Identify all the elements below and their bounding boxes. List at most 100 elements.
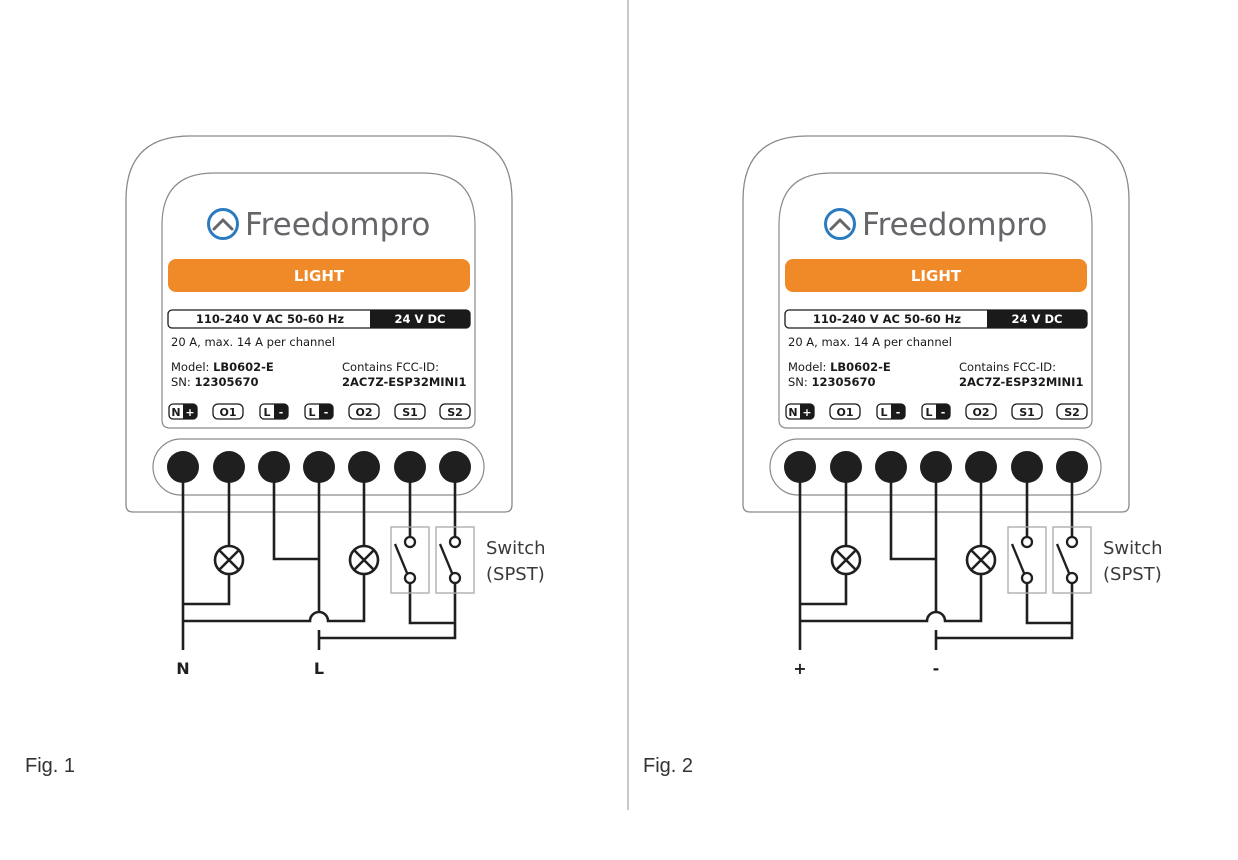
wire-lamp2-return xyxy=(800,574,983,623)
terminal-label-2: O1 xyxy=(829,403,861,420)
lamp-cross xyxy=(218,549,240,571)
terminal-name: S1 xyxy=(1019,406,1035,419)
brand-name: Freedompro xyxy=(245,207,430,243)
terminal-label-frame xyxy=(965,403,997,420)
type-banner xyxy=(168,259,470,292)
fcc-value: 2AC7Z-ESP32MINI1 xyxy=(342,375,466,389)
terminal-polarity-fill xyxy=(936,404,950,419)
voltage-dc: 24 V DC xyxy=(395,312,446,326)
terminal-polarity-fill xyxy=(274,404,288,419)
terminal-label-6: S1 xyxy=(1011,403,1043,420)
terminal-name: S2 xyxy=(447,406,463,419)
terminal-polarity: + xyxy=(802,406,811,419)
terminal-polarity-fill xyxy=(800,404,814,419)
sn-label: SN: xyxy=(788,375,811,389)
lamp-1 xyxy=(830,544,862,576)
voltage-dc-fill xyxy=(370,310,470,328)
terminal-name: O1 xyxy=(219,406,236,419)
terminal-screw-7 xyxy=(1056,451,1088,483)
terminal-label-7: S2 xyxy=(439,403,471,420)
wire-label-right: L xyxy=(314,659,324,678)
fcc-label: Contains FCC-ID: xyxy=(342,360,439,374)
switch-2 xyxy=(1052,526,1092,594)
device-housing xyxy=(742,135,1130,513)
terminal-label-frame xyxy=(212,403,244,420)
model-line: Model: LB0602-E xyxy=(788,360,891,374)
switch-contact-bottom xyxy=(1065,571,1079,585)
label-plate xyxy=(161,172,476,429)
switch-label-line1: Switch xyxy=(1103,538,1163,559)
model-line: Model: LB0602-E xyxy=(171,360,274,374)
terminal-name: L xyxy=(880,406,887,419)
terminal-polarity-fill xyxy=(891,404,905,419)
switch-contact-top xyxy=(1020,535,1034,549)
wire-label-right: - xyxy=(933,659,940,678)
terminal-label-3: L- xyxy=(259,403,289,420)
type-label: LIGHT xyxy=(294,267,345,285)
terminal-label-frame xyxy=(348,403,380,420)
terminal-screw-1 xyxy=(167,451,199,483)
terminal-screw-1 xyxy=(784,451,816,483)
terminal-label-frame xyxy=(1056,403,1088,420)
device-housing xyxy=(125,135,513,513)
terminal-screw-4 xyxy=(920,451,952,483)
terminal-polarity: - xyxy=(324,406,329,419)
switch-lever xyxy=(1010,543,1026,574)
figure-caption: Fig. 1 xyxy=(25,755,75,777)
terminal-label-frame xyxy=(829,403,861,420)
switch-1 xyxy=(1007,526,1047,594)
wire-switch1-return xyxy=(408,583,455,625)
wire-switch1-return xyxy=(1025,583,1072,625)
terminal-polarity-fill xyxy=(319,404,333,419)
sn-label: SN: xyxy=(171,375,194,389)
terminal-polarity: - xyxy=(941,406,946,419)
switch-box xyxy=(1007,526,1047,594)
terminal-screw-3 xyxy=(875,451,907,483)
terminal-name: S2 xyxy=(1064,406,1080,419)
terminal-name: O2 xyxy=(355,406,372,419)
switch-box xyxy=(390,526,430,594)
wire-lamp2-return xyxy=(183,574,366,623)
terminal-label-2: O1 xyxy=(212,403,244,420)
switch-contact-top xyxy=(448,535,462,549)
terminal-name: L xyxy=(925,406,932,419)
model-label: Model: xyxy=(171,360,213,374)
terminal-polarity: - xyxy=(896,406,901,419)
wire-switch-common xyxy=(936,583,1074,640)
lamp-1 xyxy=(213,544,245,576)
terminal-name: N xyxy=(788,406,797,419)
lamp-cross xyxy=(970,549,992,571)
switch-2 xyxy=(435,526,475,594)
wire-lamp1-return xyxy=(183,574,231,606)
terminal-label-1: N+ xyxy=(168,403,198,420)
terminal-label-4: L- xyxy=(921,403,951,420)
brand-logo-icon xyxy=(824,208,856,240)
switch-label-line1: Switch xyxy=(486,538,546,559)
terminal-screw-6 xyxy=(394,451,426,483)
terminal-label-6: S1 xyxy=(394,403,426,420)
lamp-cross xyxy=(353,549,375,571)
wire-label-left: N xyxy=(176,659,189,678)
type-banner xyxy=(785,259,1087,292)
terminal-screw-2 xyxy=(830,451,862,483)
sn-line: SN: 12305670 xyxy=(171,375,258,389)
terminal-polarity-fill xyxy=(183,404,197,419)
switch-lever xyxy=(393,543,409,574)
sn-line: SN: 12305670 xyxy=(788,375,875,389)
terminal-screw-4 xyxy=(303,451,335,483)
brand-name: Freedompro xyxy=(862,207,1047,243)
switch-label-line2: (SPST) xyxy=(1103,564,1162,585)
model-value: LB0602-E xyxy=(213,360,274,374)
type-label: LIGHT xyxy=(911,267,962,285)
lamp-2 xyxy=(348,544,380,576)
current-rating: 20 A, max. 14 A per channel xyxy=(788,335,952,349)
switch-contact-bottom xyxy=(448,571,462,585)
switch-contact-top xyxy=(1065,535,1079,549)
model-value: LB0602-E xyxy=(830,360,891,374)
voltage-ac: 110-240 V AC 50-60 Hz xyxy=(813,312,961,326)
terminal-label-5: O2 xyxy=(348,403,380,420)
wire-switch-common xyxy=(319,583,457,640)
terminal-name: L xyxy=(308,406,315,419)
